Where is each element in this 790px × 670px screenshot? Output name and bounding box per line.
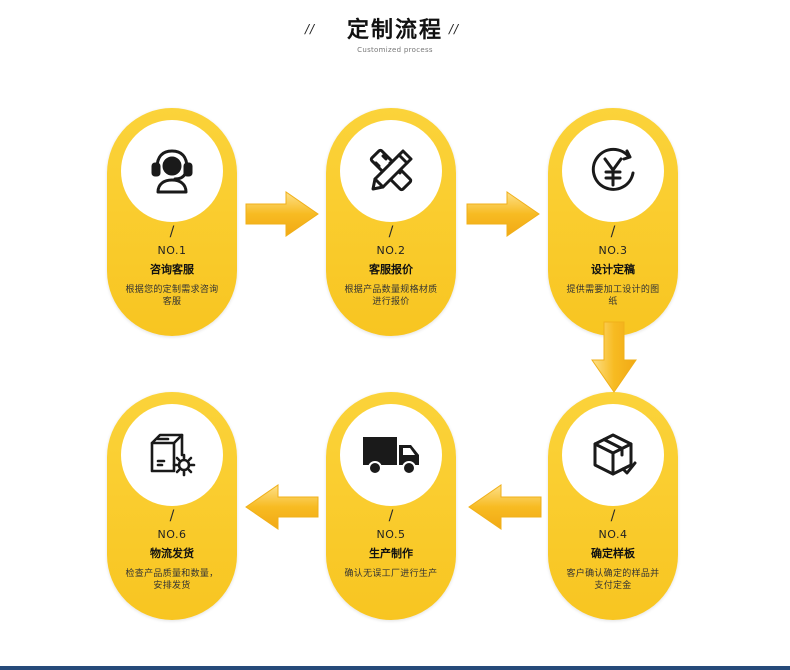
step-divider: /	[388, 224, 394, 240]
step-description: 根据您的定制需求咨询客服	[125, 285, 219, 307]
step-card-1: / NO.1 咨询客服 根据您的定制需求咨询客服	[107, 108, 237, 336]
step-card-5: / NO.5 生产制作 确认无误工厂进行生产	[326, 392, 456, 620]
step-icon-circle	[562, 404, 664, 506]
step-icon-circle	[121, 404, 223, 506]
step-number: NO.4	[598, 528, 628, 541]
step-description: 客户确认确定的样品并支付定金	[566, 569, 660, 591]
page-subtitle: Customized process	[357, 46, 433, 54]
step-icon-circle	[340, 404, 442, 506]
box-check-icon	[593, 433, 637, 476]
step-description: 确认无误工厂进行生产	[344, 569, 438, 579]
yen-coin-icon	[591, 147, 635, 191]
title-decoration-left: //	[305, 22, 316, 36]
step-number: NO.5	[376, 528, 406, 541]
arrow-right-icon	[466, 191, 540, 237]
step-icon-circle	[340, 120, 442, 222]
step-divider: /	[610, 508, 616, 524]
header: // 定制流程 // Customized process	[0, 0, 790, 60]
step-name: 客服报价	[369, 263, 413, 276]
step-number: NO.2	[376, 244, 406, 257]
step-divider: /	[388, 508, 394, 524]
step-description: 检查产品质量和数量，安排发货	[125, 569, 219, 591]
arrow-left-icon	[245, 484, 319, 530]
box-gear-icon	[150, 433, 196, 477]
step-divider: /	[610, 224, 616, 240]
step-name: 设计定稿	[591, 263, 635, 276]
arrow-down-icon	[591, 321, 637, 393]
step-card-2: / NO.2 客服报价 根据产品数量规格材质进行报价	[326, 108, 456, 336]
step-name: 确定样板	[591, 547, 635, 560]
step-description: 提供需要加工设计的图纸	[566, 285, 660, 307]
step-icon-circle	[562, 120, 664, 222]
step-description: 根据产品数量规格材质进行报价	[344, 285, 438, 307]
pencil-ruler-icon	[369, 148, 413, 192]
step-name: 生产制作	[369, 547, 413, 560]
step-number: NO.3	[598, 244, 628, 257]
step-divider: /	[169, 508, 175, 524]
arrow-right-icon	[245, 191, 319, 237]
step-number: NO.6	[157, 528, 187, 541]
step-divider: /	[169, 224, 175, 240]
arrow-left-icon	[468, 484, 542, 530]
headset-icon	[151, 149, 193, 194]
truck-icon	[363, 437, 419, 475]
step-name: 物流发货	[150, 547, 194, 560]
step-card-4: / NO.4 确定样板 客户确认确定的样品并支付定金	[548, 392, 678, 620]
step-number: NO.1	[157, 244, 187, 257]
bottom-bar	[0, 666, 790, 670]
step-card-3: / NO.3 设计定稿 提供需要加工设计的图纸	[548, 108, 678, 336]
step-icon-circle	[121, 120, 223, 222]
page-title: 定制流程	[346, 18, 443, 43]
title-decoration-right: //	[449, 22, 460, 36]
step-card-6: / NO.6 物流发货 检查产品质量和数量，安排发货	[107, 392, 237, 620]
step-name: 咨询客服	[150, 263, 194, 276]
